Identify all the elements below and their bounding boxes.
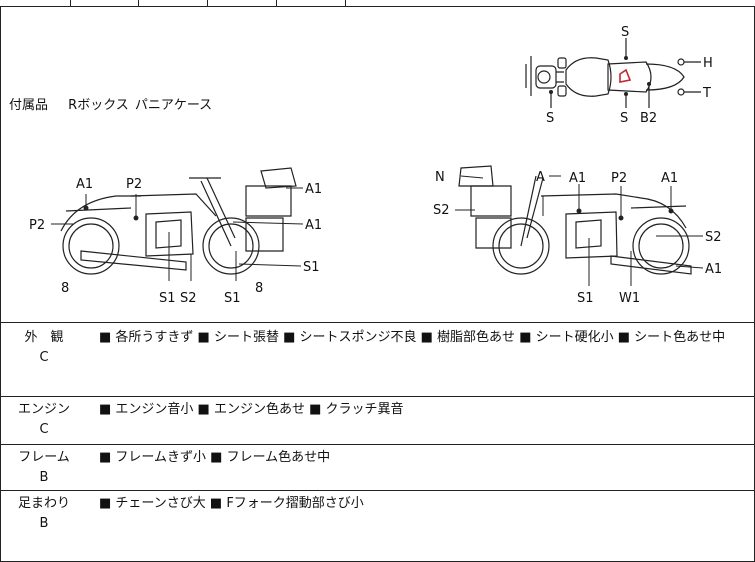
left-label-8-front: 8 [255, 281, 263, 296]
left-label-s1-front: S1 [303, 260, 320, 275]
top-label-s2: S [546, 111, 554, 126]
condition-text: ■ エンジン音小 ■ エンジン色あせ ■ クラッチ異音 [99, 402, 404, 417]
condition-row-frame: フレーム B ■ フレームきず小 ■ フレーム色あせ中 [0, 444, 755, 491]
accessory-item-rbox: Rボックス [68, 98, 129, 113]
category-label: フレーム [18, 450, 70, 465]
top-label-s1: S [621, 26, 629, 40]
accessory-label: 付属品 [9, 98, 49, 113]
accessory-item-pannier: パニアケース [134, 98, 213, 113]
condition-row-engine: エンジン C ■ エンジン音小 ■ エンジン色あせ ■ クラッチ異音 [0, 396, 755, 445]
right-side-diagram: N A A1 P2 A1 S2 S2 A1 S1 W1 [433, 165, 722, 306]
condition-text: ■ フレームきず小 ■ フレーム色あせ中 [99, 450, 331, 465]
right-label-a: A [536, 170, 545, 185]
left-label-s1-engine: S1 [159, 291, 176, 306]
left-side-diagram: A1 P2 A1 P2 A1 S1 8 S1 S2 S1 8 [29, 167, 322, 306]
right-label-p2: P2 [611, 171, 627, 186]
previous-table-edge [0, 0, 755, 7]
condition-text: ■ チェーンさび大 ■ Fフォーク摺動部さび小 [99, 496, 364, 511]
category-label: エンジン [17, 402, 70, 417]
right-label-a1-muffler: A1 [705, 262, 722, 277]
left-label-a1-pannier: A1 [305, 218, 322, 233]
top-label-t: T [702, 86, 711, 101]
grade-badge: C [39, 422, 49, 437]
right-label-a1-tail: A1 [661, 171, 678, 186]
condition-text: ■ 各所うすきず ■ シート張替 ■ シートスポンジ不良 ■ 樹脂部色あせ ■ … [99, 330, 726, 345]
right-label-n: N [435, 170, 445, 185]
category-label: 足まわり [17, 496, 70, 511]
damage-diagram-panel: 付属品 Rボックスパニアケース [0, 6, 755, 323]
grade-badge: C [39, 350, 49, 365]
left-label-p2-rear: P2 [29, 218, 45, 233]
condition-row-suspension: 足まわり B ■ チェーンさび大 ■ Fフォーク摺動部さび小 [0, 490, 755, 562]
category-label: 外 観 [24, 330, 64, 345]
top-label-h: H [703, 56, 713, 71]
right-label-s1: S1 [577, 291, 594, 306]
right-label-s2-rear: S2 [705, 230, 722, 245]
right-label-w1: W1 [619, 291, 640, 306]
top-label-b2: B2 [640, 111, 657, 126]
left-label-a1-tail: A1 [76, 177, 93, 192]
left-label-8-rear: 8 [61, 281, 69, 296]
right-label-s2-pannier: S2 [433, 203, 450, 218]
top-label-s3: S [620, 111, 628, 126]
left-label-p2-tank: P2 [126, 177, 142, 192]
accessory-line: 付属品 Rボックスパニアケース [9, 94, 228, 113]
top-view-diagram: S H S S B2 T [525, 26, 713, 126]
right-label-a1-tank: A1 [569, 171, 586, 186]
left-label-a1-box: A1 [305, 182, 322, 197]
grade-badge: B [39, 470, 49, 485]
left-label-s2-engine: S2 [180, 291, 197, 306]
condition-row-exterior: 外 観 C ■ 各所うすきず ■ シート張替 ■ シートスポンジ不良 ■ 樹脂部… [0, 322, 755, 397]
grade-badge: B [39, 516, 49, 531]
left-label-s1-fork: S1 [224, 291, 241, 306]
